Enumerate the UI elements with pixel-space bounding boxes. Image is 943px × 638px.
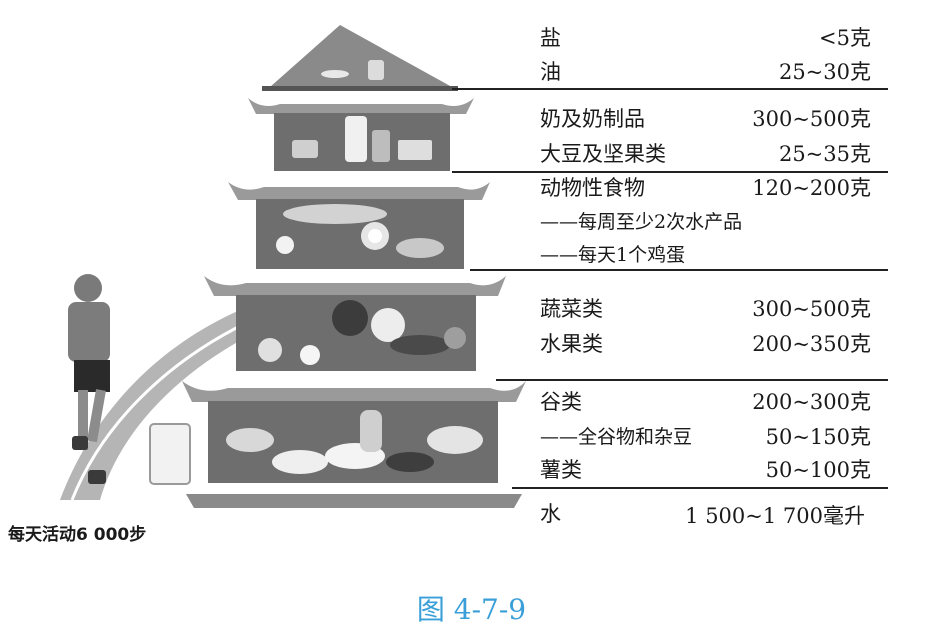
soy-nuts-amount: 25~35克 xyxy=(779,142,871,166)
tubers-label: 薯类 xyxy=(540,458,582,482)
tubers-amount: 50~100克 xyxy=(766,458,871,482)
pagoda-roof-5 xyxy=(182,381,526,402)
vegetables-label: 蔬菜类 xyxy=(540,297,603,321)
animal-food-amount: 120~200克 xyxy=(752,176,871,200)
animal-food-label: 动物性食物 xyxy=(540,176,645,200)
pagoda-roof-3 xyxy=(228,182,490,200)
pagoda-roof-4 xyxy=(204,276,506,296)
soy-nuts-label: 大豆及坚果类 xyxy=(540,142,666,166)
pagoda-top-base xyxy=(262,86,458,91)
dairy-label: 奶及奶制品 xyxy=(540,107,645,131)
oil-amount: 25~30克 xyxy=(779,60,871,84)
oil-label: 油 xyxy=(540,60,561,84)
salt-spoon-icon xyxy=(321,70,349,78)
salt-amount: <5克 xyxy=(819,26,871,50)
pagoda-roof-2 xyxy=(248,98,474,114)
water-label: 水 xyxy=(540,502,561,526)
grains-amount: 200~300克 xyxy=(752,390,871,414)
water-glass-icon xyxy=(150,424,190,484)
salt-label: 盐 xyxy=(540,26,561,50)
dairy-amount: 300~500克 xyxy=(752,107,871,131)
water-amount: 1 500~1 700毫升 xyxy=(685,504,865,528)
figure-caption: 图 4-7-9 xyxy=(0,588,943,628)
activity-label: 每天活动6 000步 xyxy=(8,520,146,545)
vegetables-amount: 300~500克 xyxy=(752,297,871,321)
whole-grains-amount: 50~150克 xyxy=(766,425,871,449)
oil-cup-icon xyxy=(368,60,384,80)
whole-grains-label: ——全谷物和杂豆 xyxy=(540,425,692,449)
grains-label: 谷类 xyxy=(540,390,582,414)
pagoda-base-water xyxy=(186,494,522,508)
fruit-amount: 200~350克 xyxy=(752,332,871,356)
aquatic-note: ——每周至少2次水产品 xyxy=(540,210,742,234)
fruit-label: 水果类 xyxy=(540,332,603,356)
egg-note: ——每天1个鸡蛋 xyxy=(540,243,685,267)
pagoda-top-tier xyxy=(270,25,452,87)
